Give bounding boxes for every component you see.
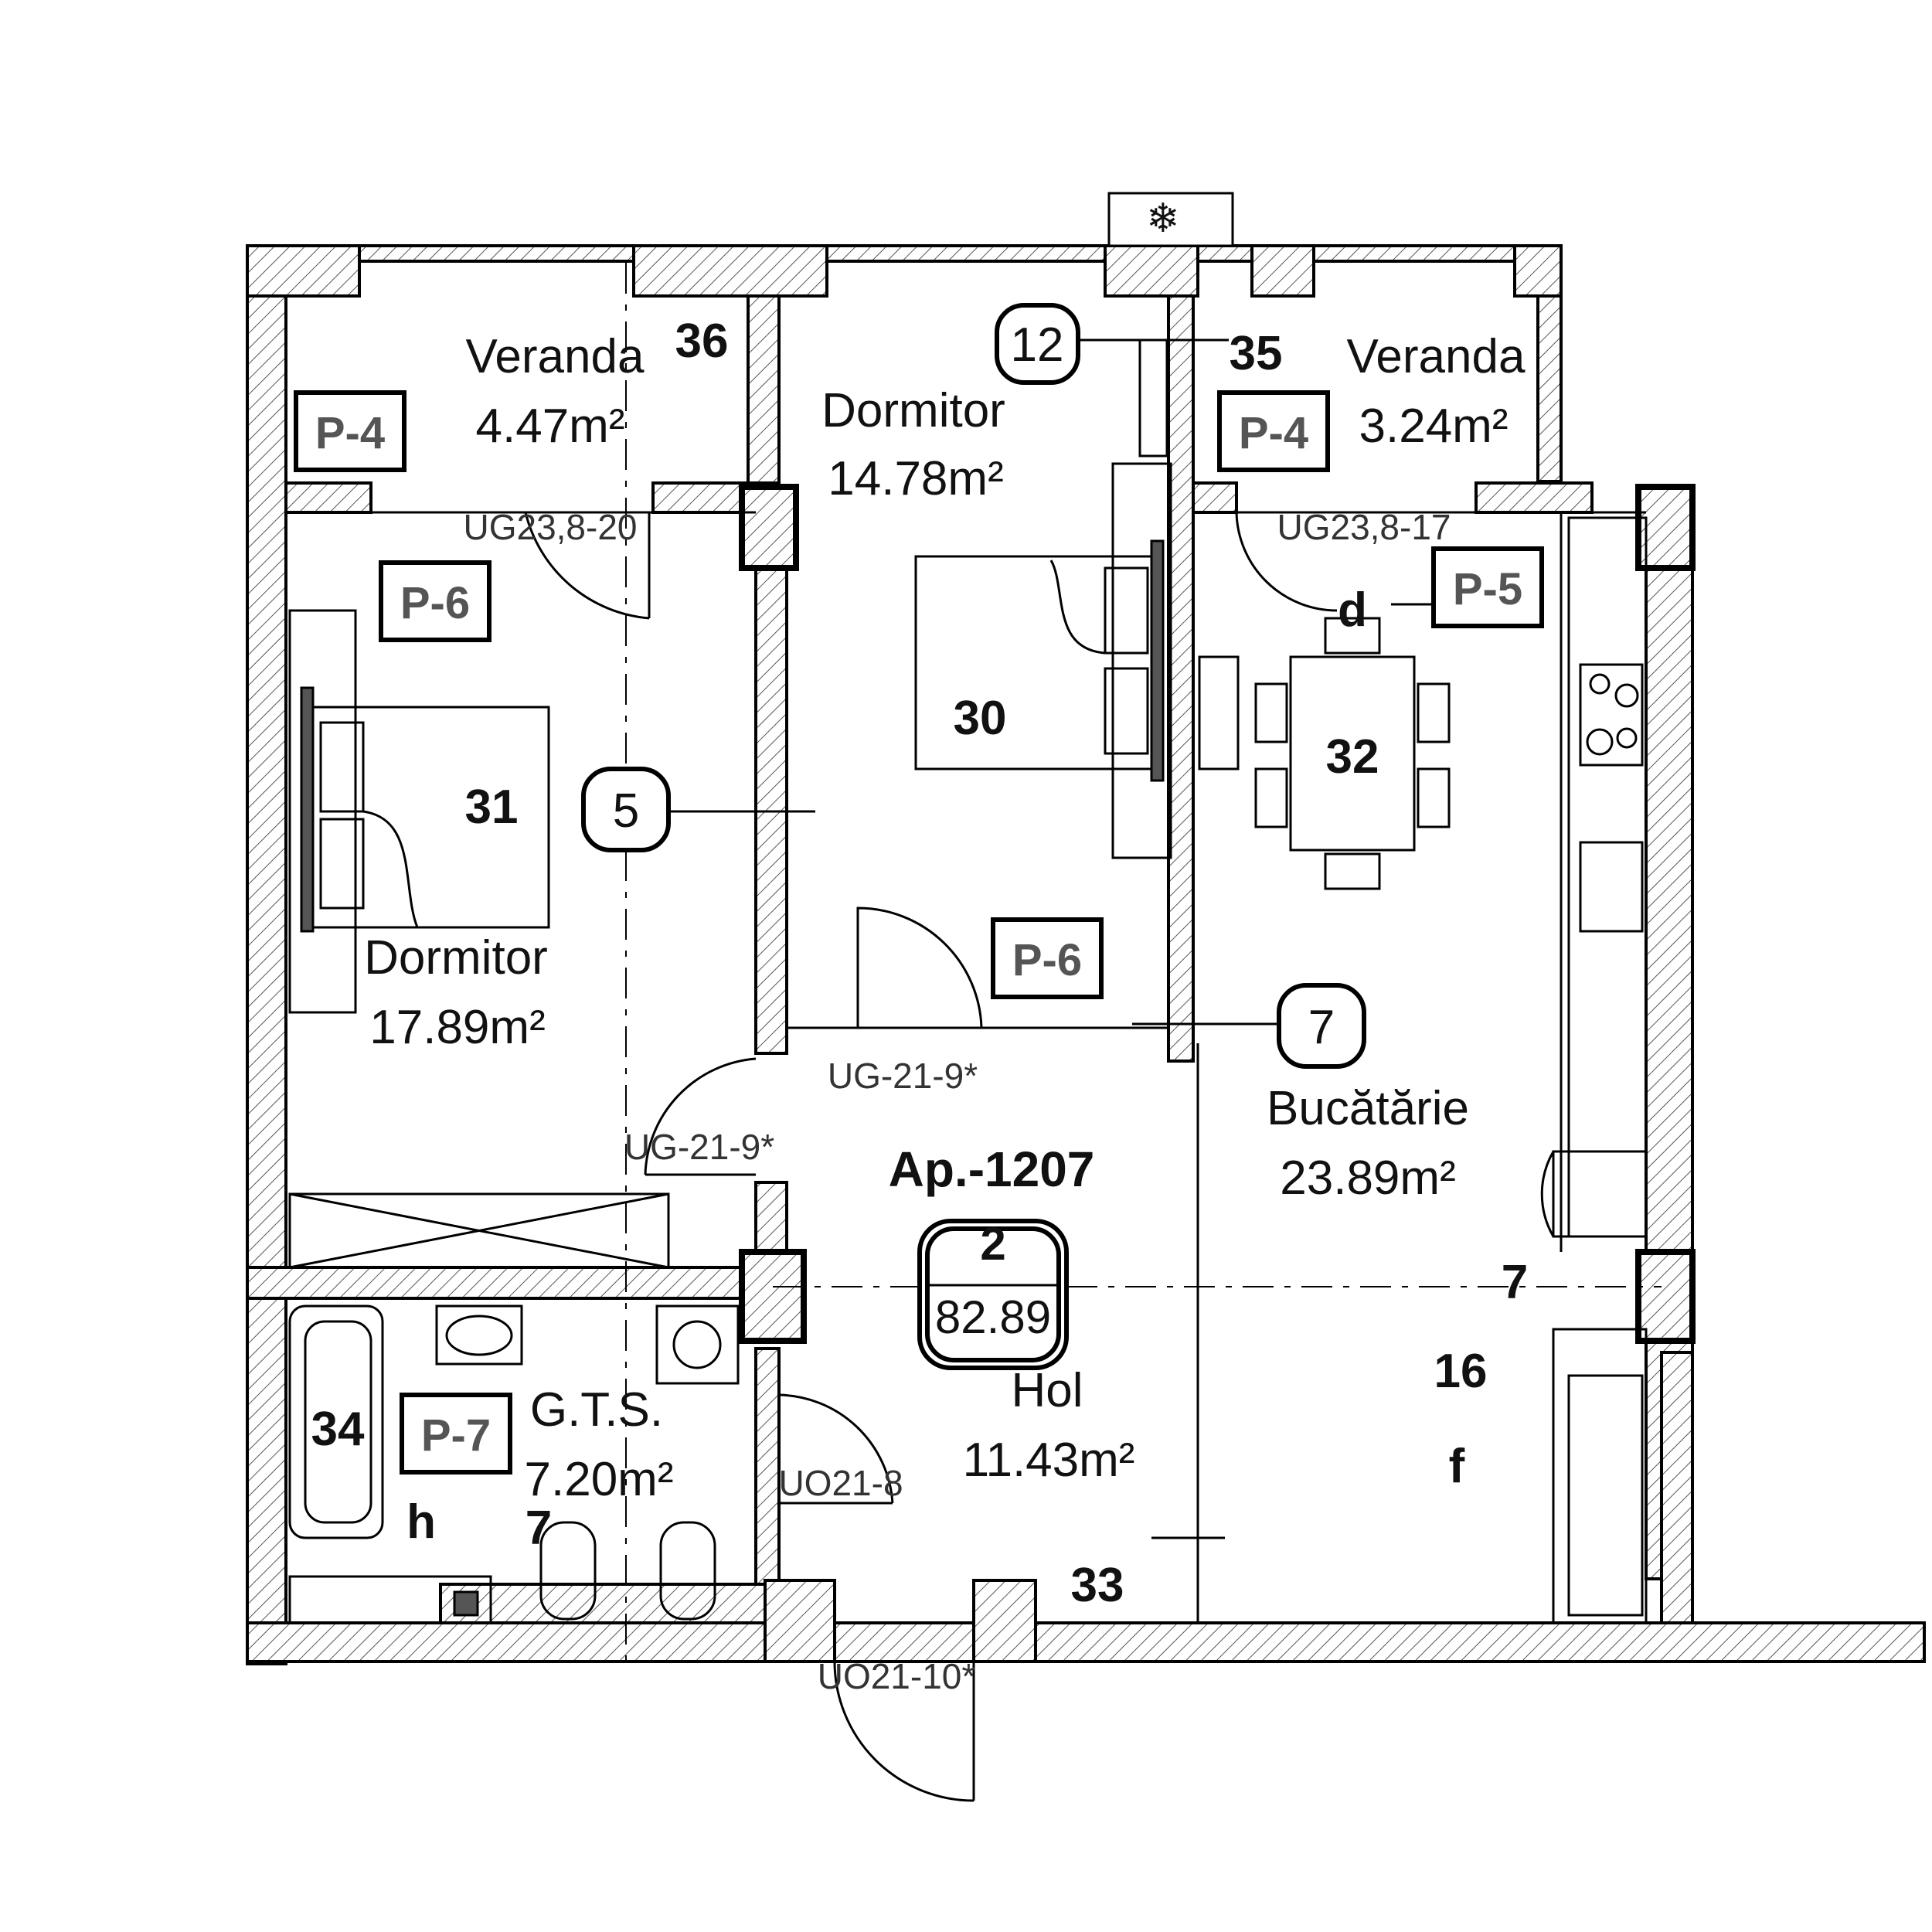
- door-code-uo21-8: UO21-8: [778, 1463, 903, 1503]
- veranda-left-number: 36: [675, 315, 729, 368]
- apartment-label: Ap.-1207: [889, 1141, 1095, 1197]
- door-code-ug-right: UG23,8-17: [1277, 507, 1451, 547]
- callout-shapes: [581, 303, 1366, 1370]
- tag-p4-left: P-4: [315, 408, 385, 458]
- furniture: [288, 338, 1648, 1624]
- callout-7: 7: [1308, 1001, 1335, 1054]
- leader-lines: [668, 338, 1441, 1539]
- walls: [246, 244, 1926, 1665]
- dormitor-left-number: 31: [465, 781, 519, 834]
- tag-p4-right: P-4: [1239, 408, 1308, 458]
- door-code-uo21-10: UO21-10*: [818, 1656, 976, 1696]
- tag-p6-mid: P-6: [1012, 935, 1082, 985]
- bucatarie-area: 23.89m²: [1280, 1151, 1455, 1205]
- gts-number: 34: [311, 1403, 365, 1456]
- gts-name: G.T.S.: [530, 1383, 663, 1437]
- tag-p5: P-5: [1453, 564, 1522, 614]
- dining-table: [1289, 655, 1416, 852]
- veranda-right-area: 3.24m²: [1359, 400, 1509, 453]
- marker-h: h: [406, 1495, 436, 1549]
- bidet: [659, 1521, 716, 1621]
- bucatarie-number: 32: [1326, 730, 1379, 784]
- door-code-ug21-top: UG-21-9*: [828, 1056, 978, 1096]
- room-outlines: [286, 511, 1646, 1623]
- sink: [1579, 841, 1644, 933]
- tag-p7: P-7: [421, 1410, 491, 1461]
- veranda-left-name: Veranda: [466, 330, 645, 383]
- snowflake-icon: ❄: [1146, 196, 1180, 241]
- dormitor-mid-name: Dormitor: [821, 384, 1005, 437]
- apartment-rooms: 2: [980, 1218, 1005, 1270]
- veranda-right-number: 35: [1230, 327, 1283, 380]
- marker-7-bath: 7: [526, 1502, 552, 1555]
- tags: [294, 390, 1544, 1475]
- marker-f: f: [1449, 1440, 1465, 1493]
- dormitor-left-area: 17.89m²: [369, 1001, 545, 1054]
- dormitor-left-name: Dormitor: [364, 931, 548, 985]
- dormitor-mid-area: 14.78m²: [828, 452, 1003, 505]
- doors: [524, 512, 1338, 1802]
- hol-number: 33: [1071, 1559, 1124, 1612]
- callout-5: 5: [613, 784, 639, 838]
- marker-16: 16: [1434, 1345, 1488, 1398]
- marker-d: d: [1338, 583, 1367, 637]
- door-code-ug-left: UG23,8-20: [463, 507, 637, 547]
- bucatarie-name: Bucătărie: [1267, 1082, 1469, 1135]
- columns: [739, 484, 1696, 1344]
- hol-area: 11.43m²: [963, 1434, 1135, 1487]
- veranda-right-name: Veranda: [1347, 330, 1526, 383]
- tag-p6-left: P-6: [400, 578, 470, 628]
- ac-unit: ❄: [1107, 192, 1234, 247]
- apartment-area: 82.89: [935, 1291, 1051, 1343]
- marker-7-kitchen: 7: [1502, 1256, 1528, 1309]
- hol-name: Hol: [1011, 1364, 1083, 1417]
- toilet: [539, 1521, 597, 1621]
- bathtub: [288, 1304, 384, 1539]
- veranda-left-area: 4.47m²: [476, 400, 625, 453]
- gts-area: 7.20m²: [525, 1453, 674, 1506]
- callout-12: 12: [1011, 318, 1064, 372]
- stove: [1579, 663, 1644, 767]
- door-code-ug21-left: UG-21-9*: [624, 1127, 774, 1167]
- dormitor-mid-number: 30: [954, 692, 1007, 745]
